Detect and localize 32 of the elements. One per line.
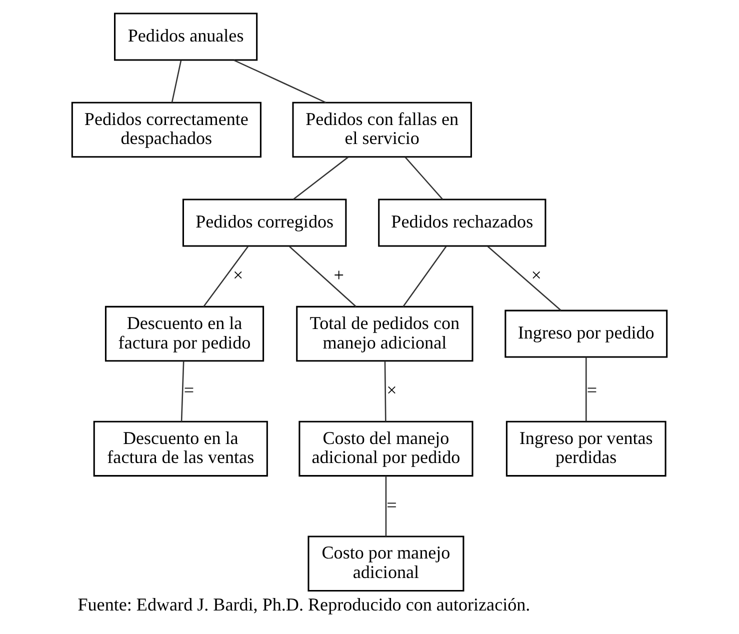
edge-label: × xyxy=(233,265,244,286)
edge-label: × xyxy=(386,380,397,400)
node-box: Ingreso por ventas perdidas xyxy=(506,420,666,477)
node-box: Ingreso por pedido xyxy=(504,310,668,358)
connector xyxy=(487,246,562,311)
node-box: Costo por manejo adicional xyxy=(308,536,464,592)
caption: Fuente: Edward J. Bardi, Ph.D. Reproducido con autorización. xyxy=(78,594,530,614)
edge-label: = xyxy=(386,494,397,515)
connector xyxy=(385,476,387,536)
connector xyxy=(292,156,348,200)
edge-label: = xyxy=(184,380,194,400)
connector xyxy=(234,60,326,104)
node-box: Pedidos con fallas en el servicio xyxy=(292,102,472,158)
node-box: Descuento en la factura de las ventas xyxy=(93,420,268,477)
node-box: Descuento en la factura por pedido xyxy=(104,306,264,362)
connector xyxy=(289,246,356,308)
edge-label: + xyxy=(334,265,344,286)
connector xyxy=(402,246,447,307)
connector xyxy=(384,361,386,422)
node-box: Costo del manejo adicional por pedido xyxy=(298,420,474,477)
edge-label: × xyxy=(531,265,542,286)
node-box: Pedidos correctamente despachados xyxy=(71,102,262,158)
connector xyxy=(404,156,444,200)
node-box: Total de pedidos con manejo adicional xyxy=(296,306,474,362)
node-box: Pedidos rechazados xyxy=(378,198,546,247)
node-box: Pedidos corregidos xyxy=(182,198,347,247)
connector xyxy=(171,60,182,103)
connector xyxy=(203,246,248,307)
node-box: Pedidos anuales xyxy=(114,12,258,61)
edge-label: = xyxy=(586,380,598,400)
connector xyxy=(180,361,184,422)
connector xyxy=(585,357,587,422)
